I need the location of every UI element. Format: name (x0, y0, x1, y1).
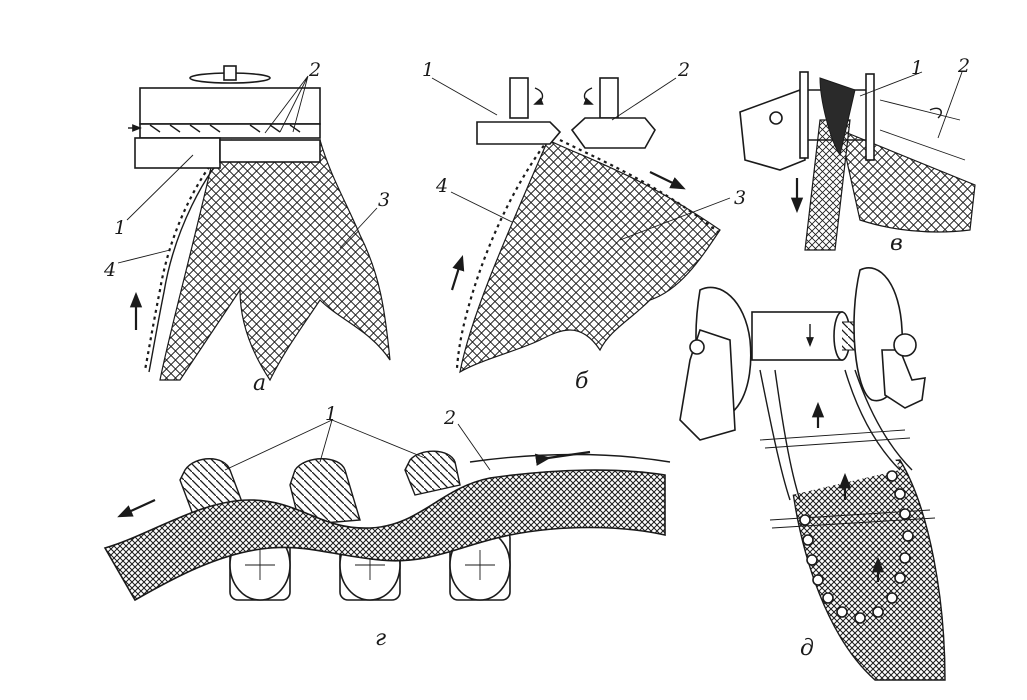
panel-b-callout-2: 2 (677, 59, 690, 81)
panel-a-callout-3: 3 (378, 189, 390, 211)
panel-b-callout-1: 1 (422, 59, 434, 81)
float-beads (799, 470, 914, 624)
panel-g-callout-1: 1 (325, 403, 337, 425)
panel-g: 1 2 г (103, 403, 671, 651)
panel-a-callout-2: 2 (308, 59, 321, 81)
rope-4 (143, 139, 233, 371)
panel-g-callout-2: 2 (443, 407, 456, 429)
panel-a: 2 1 3 4 а (103, 59, 391, 396)
net-3 (159, 139, 391, 382)
net-2 (839, 129, 976, 233)
panel-d-caption: д (800, 636, 814, 661)
panel-v: 1 2 в (739, 55, 976, 256)
panel-v-caption: в (890, 231, 903, 256)
panel-a-callout-1: 1 (114, 217, 126, 239)
panel-b-caption: б (575, 369, 589, 394)
panel-v-callout-1: 1 (911, 57, 923, 79)
panel-b-callout-3: 3 (734, 187, 746, 209)
panel-a-callout-4: 4 (103, 259, 116, 281)
panel-b-callout-4: 4 (435, 175, 448, 197)
panel-g-caption: г (375, 626, 386, 651)
rope-upper (559, 139, 719, 233)
panel-b: 1 2 3 4 б (422, 59, 746, 394)
panel-v-callout-2: 2 (957, 55, 970, 77)
net-3 (459, 139, 721, 374)
panel-d: д (679, 267, 946, 681)
net-strip-2 (103, 469, 666, 602)
panel-a-caption: а (253, 371, 266, 396)
